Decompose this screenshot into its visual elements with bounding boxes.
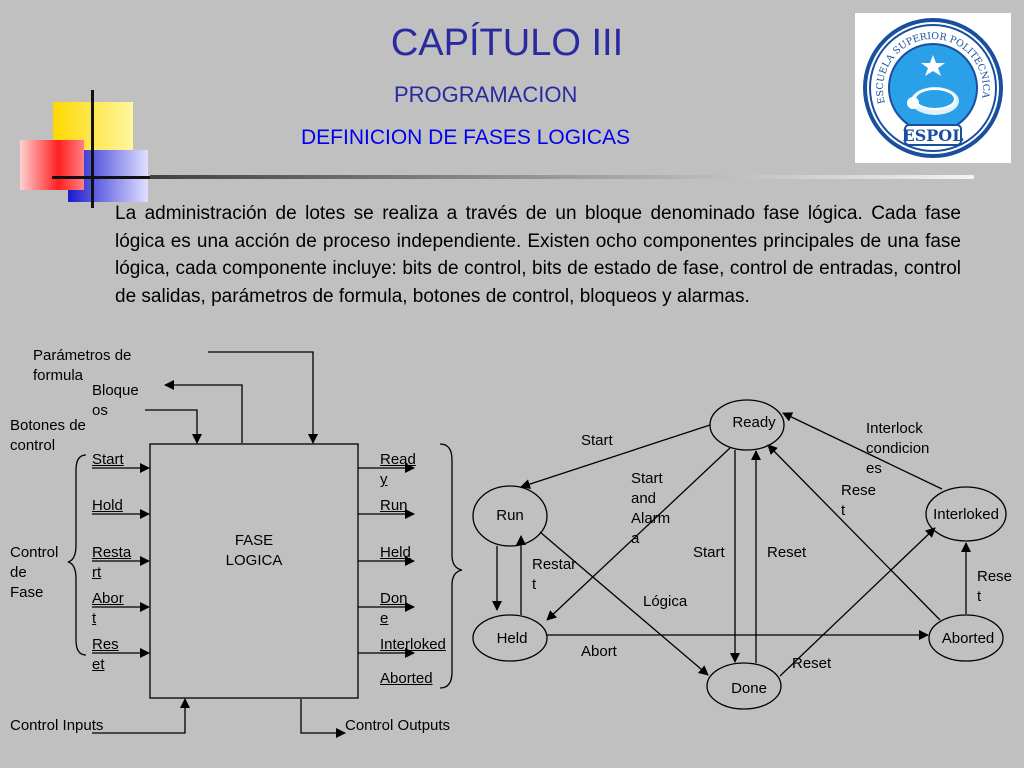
output-label-held: Held xyxy=(380,544,411,561)
state-aborted-ellipse xyxy=(928,614,1004,662)
output-label-aborted: Aborted xyxy=(380,670,433,687)
control-outputs-arrow xyxy=(300,699,346,738)
logo-name: ESPOL xyxy=(903,126,964,145)
transition-label-start-mid: Start xyxy=(693,544,725,561)
input-label-start: Start xyxy=(92,451,124,468)
transition-ready-run xyxy=(520,424,711,489)
espol-logo: ESCUELA SUPERIOR POLITECNICA DEL LITORAL… xyxy=(851,5,1011,163)
page-subtitle: PROGRAMACION xyxy=(394,82,578,107)
header-rule xyxy=(150,175,974,179)
botones-arrow xyxy=(145,409,202,444)
transition-label-reset-bottom: Reset xyxy=(792,655,832,672)
transition-ready-held xyxy=(546,447,731,621)
state-aborted: Aborted xyxy=(941,630,995,647)
transition-done-interloked xyxy=(779,527,936,677)
transition-label-abort: Abort xyxy=(581,643,617,660)
control-outputs-label: Control Outputs xyxy=(345,717,451,734)
decor-red-square xyxy=(20,140,84,190)
state-done-ellipse xyxy=(706,662,782,710)
state-interloked: Interloked xyxy=(933,506,999,523)
state-interloked-ellipse xyxy=(925,486,1007,542)
control-inputs-label: Control Inputs xyxy=(10,717,104,734)
transition-run-done xyxy=(539,531,709,676)
espol-seal-icon: ESCUELA SUPERIOR POLITECNICA DEL LITORAL… xyxy=(851,5,1003,158)
left-brace xyxy=(67,454,87,656)
output-label-run: Run xyxy=(380,497,408,514)
transition-aborted-ready xyxy=(767,444,941,621)
state-held: Held xyxy=(496,630,528,647)
output-label-interloked: Interloked xyxy=(380,636,446,653)
transition-label-start-top: Start xyxy=(581,432,613,449)
state-done: Done xyxy=(731,680,767,697)
bloqueos-out-arrow xyxy=(164,380,243,443)
right-brace xyxy=(439,443,463,689)
parametros-arrow xyxy=(208,351,318,444)
description-paragraph: La administración de lotes se realiza a … xyxy=(115,203,961,307)
state-ready: Ready xyxy=(732,414,776,431)
transition-label-logica: Lógica xyxy=(643,593,688,610)
transition-label-reset-mid: Reset xyxy=(767,544,807,561)
state-held-ellipse xyxy=(472,614,548,662)
fase-logica-block xyxy=(149,443,359,699)
state-run: Run xyxy=(496,507,524,524)
section-title: DEFINICION DE FASES LOGICAS xyxy=(301,126,631,149)
page-title: CAPÍTULO III xyxy=(390,22,624,64)
decor-squares xyxy=(18,90,158,210)
decor-horizontal-line xyxy=(52,176,158,179)
state-run-ellipse xyxy=(472,485,548,547)
control-inputs-arrow xyxy=(92,698,190,734)
transition-interloked-ready xyxy=(782,412,943,490)
decor-vertical-line xyxy=(91,90,94,208)
input-label-hold: Hold xyxy=(92,497,123,514)
